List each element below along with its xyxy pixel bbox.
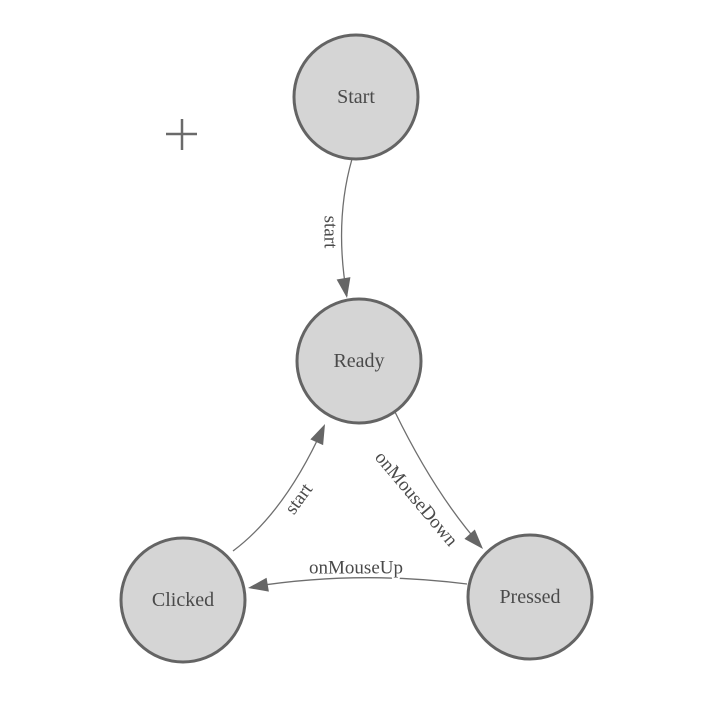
arrowhead-icon: [336, 277, 351, 298]
edge-label-start: start: [320, 216, 341, 249]
edge-clicked-to-ready[interactable]: start: [232, 421, 331, 552]
edge-label-onmouseup: onMouseUp: [309, 558, 403, 579]
node-label-clicked: Clicked: [152, 589, 214, 611]
arrowhead-icon: [310, 424, 325, 446]
edge-pressed-to-clicked[interactable]: onMouseUp: [247, 556, 468, 595]
node-label-ready: Ready: [333, 350, 384, 372]
node-label-pressed: Pressed: [499, 586, 560, 608]
node-label-start: Start: [337, 86, 375, 108]
edge-start-to-ready[interactable]: start: [318, 158, 354, 299]
state-circle[interactable]: [119, 536, 247, 664]
edge-line[interactable]: [340, 158, 353, 297]
edge-label-onmousedown: onMouseDown: [370, 447, 462, 551]
edge-line[interactable]: [232, 427, 324, 552]
arrowhead-icon: [248, 577, 269, 592]
plus-marker-icon: [166, 119, 197, 150]
state-circle[interactable]: [292, 33, 420, 161]
arrowhead-icon: [464, 529, 483, 549]
edge-line[interactable]: [250, 577, 468, 588]
edge-label-start-2: start: [281, 479, 318, 518]
node-pressed[interactable]: Pressed: [466, 533, 594, 661]
edge-ready-to-pressed[interactable]: onMouseDown: [368, 411, 488, 554]
state-circle[interactable]: [295, 297, 423, 425]
node-ready[interactable]: Ready: [295, 297, 423, 425]
state-circle[interactable]: [466, 533, 594, 661]
node-start[interactable]: Start: [292, 33, 420, 161]
node-clicked[interactable]: Clicked: [119, 536, 247, 664]
